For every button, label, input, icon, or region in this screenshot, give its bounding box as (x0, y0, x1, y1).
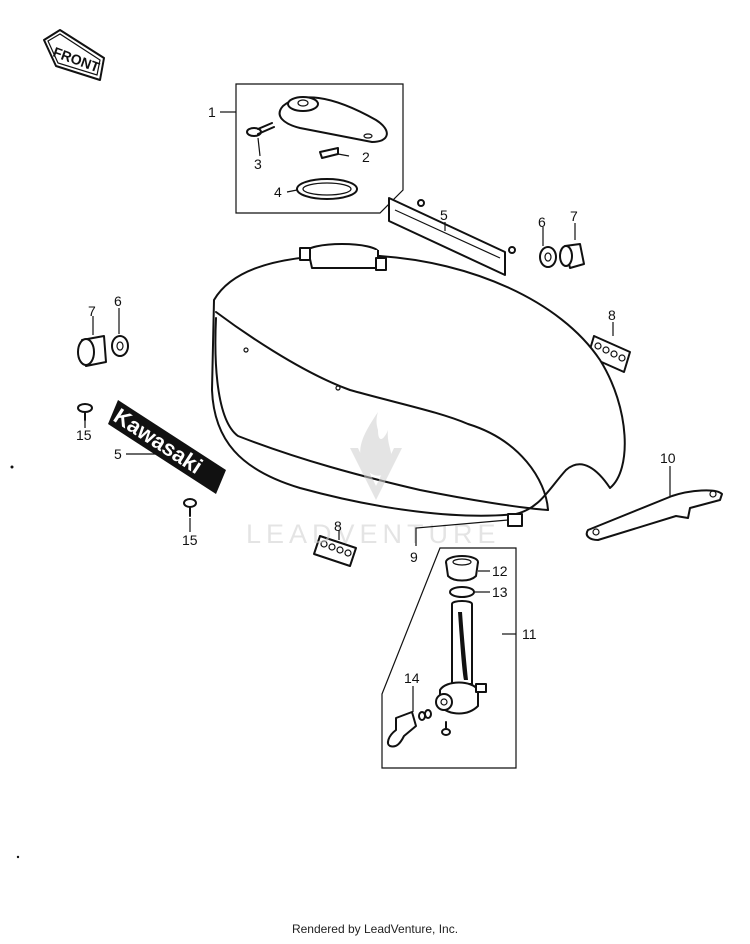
fuel-tank-part (211, 243, 626, 527)
washer-part (539, 246, 557, 268)
callout-4: 4 (274, 184, 282, 200)
callout-3: 3 (254, 156, 262, 172)
fuel-cock-group-box (381, 547, 517, 769)
callout-15-lower: 15 (182, 532, 198, 548)
callout-11: 11 (522, 626, 537, 642)
callout-7-right: 7 (570, 208, 578, 224)
footer-credit: Rendered by LeadVenture, Inc. (291, 922, 459, 936)
callout-10: 10 (660, 450, 676, 466)
front-arrow-icon: FRONT (43, 29, 105, 81)
watermark-text: LEADVENTURE (246, 519, 501, 549)
callout-15-upper: 15 (76, 427, 92, 443)
callout-7-left: 7 (88, 303, 96, 319)
callout-5-plate: 5 (440, 207, 448, 223)
strainer-cup-part (445, 555, 479, 582)
callout-9: 9 (410, 549, 418, 565)
callout-2: 2 (362, 149, 370, 165)
leader-lines (84, 111, 671, 712)
bracket-part (585, 489, 723, 541)
kawasaki-decal-text: Kawasaki (109, 403, 207, 479)
callout-12: 12 (492, 563, 508, 579)
screw-part (77, 403, 93, 421)
cushion-part (559, 243, 585, 269)
callout-5-decal: 5 (114, 446, 122, 462)
callout-8-right: 8 (608, 307, 616, 323)
kawasaki-decal-part: Kawasaki (108, 400, 226, 494)
callout-14: 14 (404, 670, 420, 686)
callout-1: 1 (208, 104, 216, 120)
cap-cover-part (278, 96, 388, 143)
stray-mark (16, 855, 20, 859)
plate-part (388, 197, 516, 276)
lever-part (387, 709, 432, 748)
screw-part-lower (183, 498, 197, 517)
rubber-damper-part-left (313, 535, 357, 567)
callout-8-left: 8 (334, 518, 342, 534)
pin-part (319, 147, 339, 159)
callout-13: 13 (492, 584, 508, 600)
bolt-part (246, 122, 275, 137)
washer-part-left (111, 335, 129, 357)
callout-6-left: 6 (114, 293, 122, 309)
watermark: LEADVENTURE (246, 412, 501, 549)
callout-6-right: 6 (538, 214, 546, 230)
stray-mark (10, 465, 14, 469)
gasket-ring-part (296, 178, 358, 200)
cushion-part-left (77, 335, 107, 367)
o-ring-part (449, 586, 475, 598)
callout-labels: 1 2 3 4 5 6 7 7 6 8 15 5 10 15 8 9 12 13… (76, 104, 676, 686)
fuel-cock-part (435, 600, 487, 736)
